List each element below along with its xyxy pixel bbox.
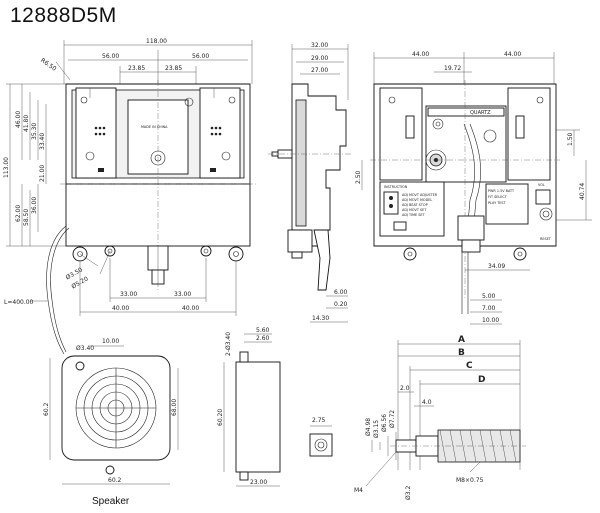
volume-label: VOL <box>538 183 545 187</box>
svg-text:Ø7.72: Ø7.72 <box>389 410 396 428</box>
svg-text:62.00: 62.00 <box>15 205 22 222</box>
svg-text:Ø4.98: Ø4.98 <box>365 418 372 436</box>
wire-length: L=400.00 <box>4 299 34 306</box>
speaker-caption: Speaker <box>92 496 130 507</box>
side-top-dim-1: 32.00 <box>311 42 328 49</box>
shaft-letter-c: C <box>466 361 473 371</box>
chip-line-2: FIT SELECT <box>488 195 508 199</box>
front-bottom-dim-2: 33.00 <box>174 291 191 298</box>
front-left-dims: 46.00 41.80 35.30 33.40 21.00 62.00 58.5… <box>15 84 47 246</box>
svg-text:Ø3.15: Ø3.15 <box>373 420 380 438</box>
svg-text:ADJ MOVT SET: ADJ MOVT SET <box>402 208 427 212</box>
chip-line-3: PLAY TEST <box>488 201 507 205</box>
instruction-title: INSTRUCTION <box>384 185 408 189</box>
speaker-hole-label: Ø3.40 <box>76 345 94 352</box>
chip-line-1: PWR 1.5V BATT <box>488 189 515 193</box>
speaker-wire <box>46 225 67 355</box>
back-bottom-dim-1: 34.09 <box>488 263 505 270</box>
model-title: 12888D5M <box>10 4 117 27</box>
shaft-dim-2: 4.0 <box>422 399 432 406</box>
speaker-front: Ø3.40 10.00 60.2 68.00 60.2 <box>43 338 179 485</box>
back-right-dim-2: 40.74 <box>579 183 586 200</box>
front-inner-left: 23.85 <box>128 65 145 72</box>
side-top-dim-3: 27.00 <box>311 67 328 74</box>
speaker-side-top-dim-2: 2.60 <box>256 335 270 342</box>
front-board-label: MADE IN CHINA <box>141 125 168 129</box>
svg-text:ADJ BEAT STOP: ADJ BEAT STOP <box>402 203 428 207</box>
shaft-thread-left: M4 <box>354 487 363 494</box>
speaker-side-bottom: 23.00 <box>250 479 267 486</box>
speaker-side-height: 60.20 <box>217 409 224 426</box>
svg-text:41.80: 41.80 <box>23 115 30 132</box>
side-bottom-dim-2: 0.20 <box>334 301 348 308</box>
speaker-inner-height: 68.00 <box>171 399 178 416</box>
side-view: 32.00 29.00 27.00 6.00 0.20 14.30 <box>268 42 352 323</box>
speaker-top-dim: 10.00 <box>102 338 119 345</box>
shaft-diameters: Ø4.98 Ø3.15 Ø6.56 Ø7.72 Ø3.2 <box>365 410 412 500</box>
back-bottom-dim-4: 10.00 <box>482 317 499 324</box>
svg-text:ADJ TIME SET: ADJ TIME SET <box>402 213 426 217</box>
reset-label: RESET <box>540 237 552 241</box>
front-half-left: 56.00 <box>102 53 119 60</box>
svg-text:ADJ MOVT MODEL: ADJ MOVT MODEL <box>402 198 432 202</box>
side-top-dim-2: 29.00 <box>311 55 328 62</box>
speaker-side: 5.60 2.60 2-Ø3.40 60.20 23.00 <box>217 327 281 487</box>
svg-text:Ø3.2: Ø3.2 <box>405 486 412 500</box>
back-left-dim: 2.50 <box>355 170 362 184</box>
front-bottom-dim-3: 40.00 <box>112 305 129 312</box>
shaft-letter-a: A <box>458 335 465 345</box>
front-half-right: 56.00 <box>192 53 209 60</box>
front-bottom-dim-1: 33.00 <box>120 291 137 298</box>
shaft-dim-1: 2.0 <box>400 385 410 392</box>
front-height-total: 113.00 <box>3 157 10 178</box>
shaft-detail: 2.75 A B C D 2.0 4.0 Ø4.98 Ø3.15 Ø6.56 Ø… <box>309 335 526 500</box>
svg-text:33.40: 33.40 <box>39 133 46 150</box>
svg-text:36.00: 36.00 <box>31 197 38 214</box>
front-inner-right: 23.85 <box>165 65 182 72</box>
shaft-letter-b: B <box>458 348 465 358</box>
shaft-thread-right: M8×0.75 <box>456 477 484 484</box>
back-bottom-dim-2: 5.00 <box>482 293 496 300</box>
svg-text:58.50: 58.50 <box>23 209 30 226</box>
side-bottom-dim-3: 14.30 <box>312 315 329 322</box>
front-width-total: 118.00 <box>146 38 167 45</box>
back-top-dim-3: 19.72 <box>444 65 461 72</box>
svg-text:21.00: 21.00 <box>39 165 46 182</box>
back-bottom-dim-3: 7.00 <box>482 305 496 312</box>
front-bottom-dim-4: 40.00 <box>182 305 199 312</box>
front-components <box>80 96 236 172</box>
back-right-dim-1: 1.50 <box>567 132 574 146</box>
back-view: 44.00 44.00 19.72 QUARTZ INSTRUCTION ADJ… <box>355 51 592 325</box>
shaft-small-dim: 2.75 <box>312 417 326 424</box>
front-corner-label: R6.50 <box>39 57 58 73</box>
svg-text:Ø6.56: Ø6.56 <box>381 414 388 432</box>
speaker-side-top-dim-1: 5.60 <box>256 327 270 334</box>
svg-text:ADJ MOVT ADJUSTER: ADJ MOVT ADJUSTER <box>402 193 438 197</box>
speaker-bottom-width: 60.2 <box>108 477 122 484</box>
svg-text:35.30: 35.30 <box>31 123 38 140</box>
quartz-label: QUARTZ <box>470 110 491 116</box>
svg-text:46.00: 46.00 <box>15 111 22 128</box>
speaker-side-top-left: 2-Ø3.40 <box>225 332 232 356</box>
back-top-dim-2: 44.00 <box>504 51 521 58</box>
instruction-lines: ADJ MOVT ADJUSTER ADJ MOVT MODEL ADJ BEA… <box>402 193 438 217</box>
speaker-side-height: 60.2 <box>43 402 50 416</box>
shaft-letter-d: D <box>478 375 485 385</box>
back-top-dim-1: 44.00 <box>412 51 429 58</box>
side-bottom-dim-1: 6.00 <box>334 289 348 296</box>
front-view: 118.00 56.00 56.00 23.85 23.85 R6.50 MAD… <box>3 38 256 355</box>
